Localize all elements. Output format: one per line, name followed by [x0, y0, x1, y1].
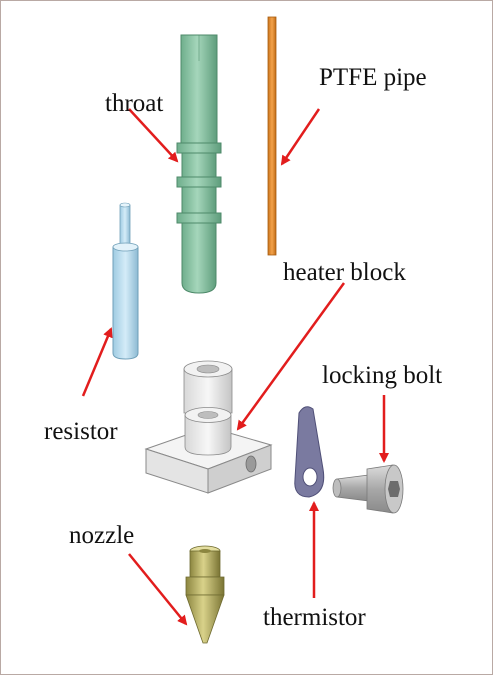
ptfe-pipe-arrow	[280, 108, 321, 166]
ptfe-pipe-part	[267, 16, 277, 256]
label-ptfe-pipe: PTFE pipe	[319, 64, 427, 91]
nozzle-arrow	[128, 553, 188, 626]
heater-block-part	[144, 360, 273, 494]
label-thermistor: thermistor	[263, 604, 366, 631]
arrows	[81, 108, 389, 626]
label-locking-bolt: locking bolt	[322, 362, 443, 389]
resistor-arrow	[81, 327, 113, 397]
label-resistor: resistor	[44, 418, 118, 445]
locking-bolt-part	[332, 464, 404, 514]
heater-block-arrow	[236, 282, 346, 431]
nozzle-part	[185, 545, 225, 644]
throat-arrow	[128, 108, 179, 163]
thermistor-part	[294, 406, 325, 498]
throat-part	[176, 34, 222, 294]
resistor-part	[112, 202, 139, 360]
label-throat: throat	[105, 90, 164, 117]
label-nozzle: nozzle	[69, 522, 135, 549]
label-heater-block: heater block	[283, 259, 406, 286]
